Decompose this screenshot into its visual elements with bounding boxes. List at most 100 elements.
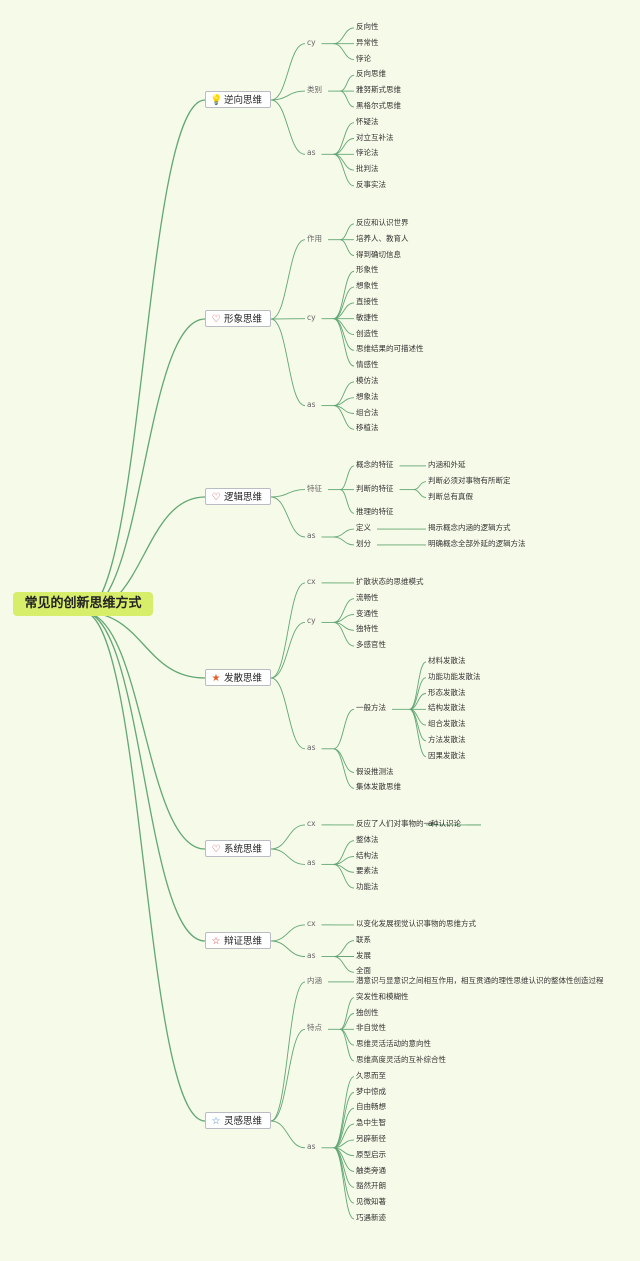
node-label[interactable]: 定义 xyxy=(356,523,371,533)
node-label[interactable]: 反事实法 xyxy=(356,179,386,189)
topic-box[interactable]: ♡逻辑思维 xyxy=(205,488,271,505)
node-label[interactable]: 功能法 xyxy=(356,882,379,892)
node-label[interactable]: 变通性 xyxy=(356,608,379,618)
node-label[interactable]: 思维结果的可描述性 xyxy=(356,344,424,354)
node-label[interactable]: 扩散状态的思维模式 xyxy=(356,576,424,586)
topic-box[interactable]: ♡系统思维 xyxy=(205,840,271,857)
node-label[interactable]: 独创性 xyxy=(356,1007,379,1017)
node-label[interactable]: 异常性 xyxy=(356,37,379,47)
node-label[interactable]: 全面 xyxy=(356,966,371,976)
node-label[interactable]: 流畅性 xyxy=(356,592,379,602)
node-label[interactable]: 要素法 xyxy=(356,866,379,876)
node-label[interactable]: 发展 xyxy=(356,950,371,960)
node-label[interactable]: 形态发散法 xyxy=(428,687,466,697)
node-label[interactable]: 假设推测法 xyxy=(356,766,394,776)
node-label[interactable]: 非自觉性 xyxy=(356,1023,386,1033)
node-label[interactable]: 反应和认识世界 xyxy=(356,217,409,227)
node-label[interactable]: 方法发散法 xyxy=(428,734,466,744)
node-label[interactable]: a xyxy=(428,818,433,828)
node-label[interactable]: 多感官性 xyxy=(356,640,386,650)
node-label[interactable]: 急中生智 xyxy=(356,1118,386,1128)
topic-box[interactable]: ☆辩证思维 xyxy=(205,932,271,949)
node-label[interactable]: 模仿法 xyxy=(356,375,379,385)
node-label[interactable]: 组合法 xyxy=(356,407,379,417)
node-label[interactable]: 独特性 xyxy=(356,624,379,634)
node-label[interactable]: 对立互补法 xyxy=(356,132,394,142)
node-label[interactable]: 黑格尔式思维 xyxy=(356,100,401,110)
node-label[interactable]: 久思而至 xyxy=(356,1070,386,1080)
node-label[interactable]: 概念的特征 xyxy=(356,459,394,469)
node-label[interactable]: cy xyxy=(307,616,316,626)
node-label[interactable]: 因果发散法 xyxy=(428,750,466,760)
node-label[interactable]: 悖论 xyxy=(356,53,371,63)
node-label[interactable]: 情感性 xyxy=(356,360,379,370)
node-label[interactable]: 触类旁通 xyxy=(356,1165,386,1175)
node-label[interactable]: 突发性和模糊性 xyxy=(356,991,409,1001)
node-label[interactable]: cx xyxy=(307,818,316,828)
node-label[interactable]: 雅努斯式思维 xyxy=(356,85,401,95)
node-label[interactable]: 划分 xyxy=(356,538,371,548)
topic-box[interactable]: ★发散思维 xyxy=(205,669,271,686)
node-label[interactable]: 想象法 xyxy=(356,391,379,401)
node-label[interactable]: 反向性 xyxy=(356,21,379,31)
node-label[interactable]: 揭示概念内涵的逻辑方式 xyxy=(428,523,511,533)
node-label[interactable]: 豁然开朗 xyxy=(356,1181,386,1191)
node-label[interactable]: 内涵 xyxy=(307,975,322,985)
node-label[interactable]: 结构法 xyxy=(356,850,379,860)
node-label[interactable]: 创造性 xyxy=(356,328,379,338)
node-label[interactable]: cy xyxy=(307,37,316,47)
node-label[interactable]: as xyxy=(307,399,316,409)
node-label[interactable]: cy xyxy=(307,312,316,322)
node-label[interactable]: 判断的特征 xyxy=(356,483,394,493)
node-label[interactable]: 培养人、教育人 xyxy=(356,233,409,243)
node-label[interactable]: 直接性 xyxy=(356,296,379,306)
node-label[interactable]: cx xyxy=(307,576,316,586)
topic-box[interactable]: ☆灵感思维 xyxy=(205,1112,271,1129)
node-label[interactable]: 以变化发展视觉认识事物的思维方式 xyxy=(356,918,476,928)
node-label[interactable]: 作用 xyxy=(307,233,322,243)
node-label[interactable]: as xyxy=(307,742,316,752)
node-label[interactable]: 联系 xyxy=(356,934,371,944)
node-label[interactable]: 想象性 xyxy=(356,281,379,291)
node-label[interactable]: 思维灵活活动的意向性 xyxy=(356,1039,431,1049)
node-label[interactable]: 见微知著 xyxy=(356,1197,386,1207)
node-label[interactable]: 批判法 xyxy=(356,164,379,174)
node-label[interactable]: 一般方法 xyxy=(356,703,386,713)
node-label[interactable]: 怀疑法 xyxy=(356,116,379,126)
node-label[interactable]: 判断总有真假 xyxy=(428,491,473,501)
node-label[interactable]: 梦中惊成 xyxy=(356,1086,386,1096)
node-label[interactable]: as xyxy=(307,531,316,540)
node-label[interactable]: 自由畅想 xyxy=(356,1102,386,1112)
node-label[interactable]: 类别 xyxy=(307,85,322,95)
node-label[interactable]: as xyxy=(307,1141,316,1151)
node-label[interactable]: 潜意识与显意识之间相互作用，相互贯通的理性思维认识的整体性创造过程 xyxy=(356,975,604,985)
node-label[interactable]: 得到确切信息 xyxy=(356,249,401,259)
node-label[interactable]: 移植法 xyxy=(356,423,379,433)
node-label[interactable]: 明确概念全部外延的逻辑方法 xyxy=(428,538,526,548)
node-label[interactable]: 敏捷性 xyxy=(356,312,379,322)
node-label[interactable]: 原型启示 xyxy=(356,1149,386,1159)
node-label[interactable]: 另辟新径 xyxy=(356,1133,386,1143)
node-label[interactable]: 悖论法 xyxy=(356,148,379,158)
node-label[interactable]: 内涵和外延 xyxy=(428,459,466,469)
node-label[interactable]: 功能功能发散法 xyxy=(428,671,481,681)
node-label[interactable]: 思维高度灵活的互补综合性 xyxy=(356,1054,446,1064)
node-label[interactable]: 反向思维 xyxy=(356,69,386,79)
node-label[interactable]: 形象性 xyxy=(356,265,379,275)
node-label[interactable]: as xyxy=(307,950,316,960)
topic-box[interactable]: ♡形象思维 xyxy=(205,310,271,327)
node-label[interactable]: as xyxy=(307,858,316,868)
node-label[interactable]: as xyxy=(307,148,316,158)
node-label[interactable]: 反应了人们对事物的一种认识论 xyxy=(356,818,461,828)
node-label[interactable]: 结构发散法 xyxy=(428,703,466,713)
root-topic[interactable]: 常见的创新思维方式 xyxy=(13,592,153,616)
node-label[interactable]: 集体发散思维 xyxy=(356,782,401,792)
node-label[interactable]: 推理的特征 xyxy=(356,507,394,517)
node-label[interactable]: 判断必须对事物有所断定 xyxy=(428,475,511,485)
node-label[interactable]: 组合发散法 xyxy=(428,719,466,729)
node-label[interactable]: 整体法 xyxy=(356,834,379,844)
node-label[interactable]: 特点 xyxy=(307,1023,322,1033)
node-label[interactable]: cx xyxy=(307,918,316,928)
node-label[interactable]: 巧遇新迹 xyxy=(356,1212,386,1222)
node-label[interactable]: 特征 xyxy=(307,483,322,493)
